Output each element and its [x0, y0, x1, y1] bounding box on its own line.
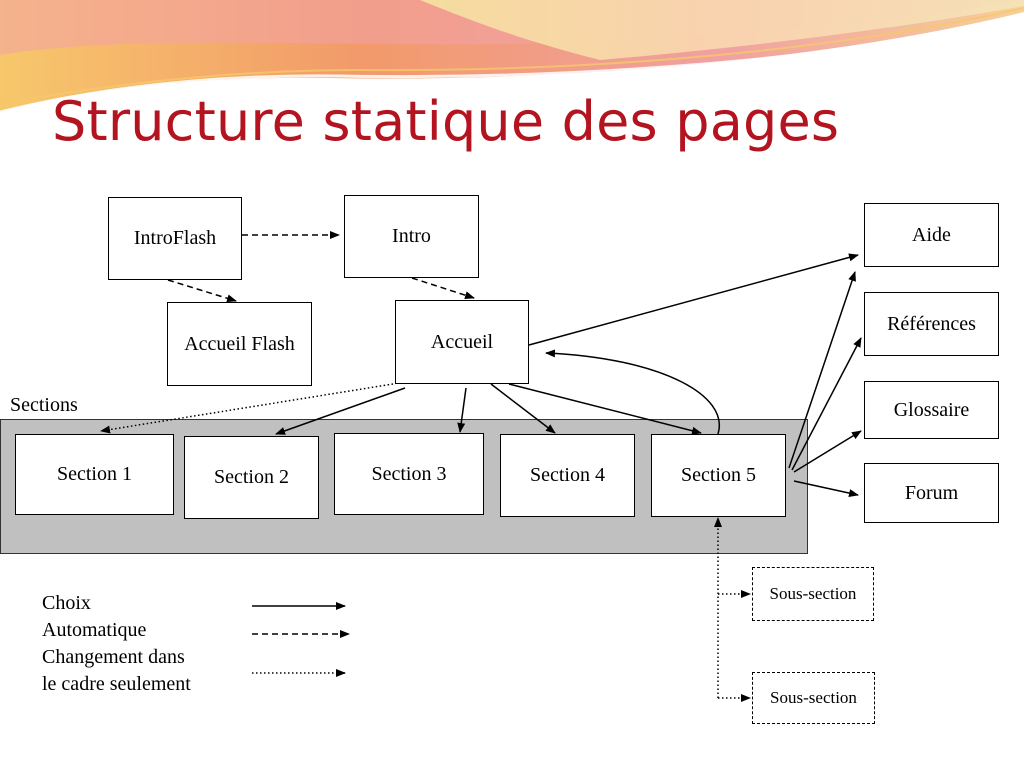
edge-introflash-accueilflash [167, 279, 237, 303]
node-introflash: IntroFlash [108, 197, 242, 280]
node-references: Références [864, 292, 999, 356]
node-subsection-1: Sous-section [752, 567, 874, 621]
node-section-5: Section 5 [651, 434, 786, 517]
node-section-1: Section 1 [15, 434, 174, 515]
node-subsection-2: Sous-section [752, 672, 875, 724]
background-swoosh [0, 0, 1024, 114]
node-accueil-flash: Accueil Flash [167, 302, 312, 386]
slide-title: Structure statique des pages [52, 90, 840, 153]
edge-accueil-aide [528, 253, 859, 346]
legend-choix: Choix [42, 592, 91, 614]
node-forum: Forum [864, 463, 999, 523]
node-section-3: Section 3 [334, 433, 484, 515]
node-accueil: Accueil [395, 300, 529, 384]
node-section-4: Section 4 [500, 434, 635, 517]
node-aide: Aide [864, 203, 999, 267]
legend-automatique: Automatique [42, 619, 147, 641]
legend-changement-line2: le cadre seulement [42, 673, 191, 695]
node-glossaire: Glossaire [864, 381, 999, 439]
legend: Choix Automatique Changement dans le cad… [42, 590, 191, 698]
edge-intro-accueil [411, 277, 475, 300]
node-intro: Intro [344, 195, 479, 278]
node-section-2: Section 2 [184, 436, 319, 519]
legend-changement-line1: Changement dans [42, 646, 185, 668]
sections-label: Sections [10, 394, 78, 416]
